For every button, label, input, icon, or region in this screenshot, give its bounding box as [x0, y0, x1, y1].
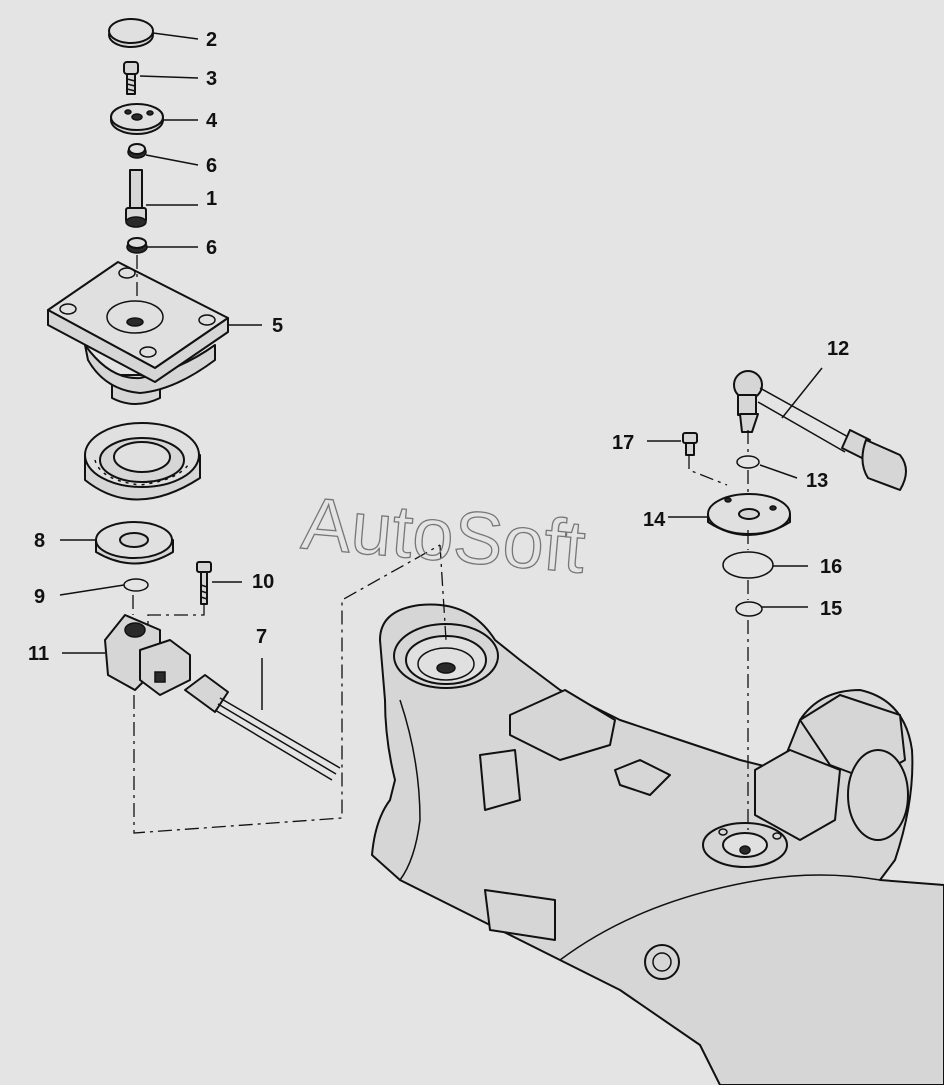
- callout-13: 13: [806, 470, 828, 492]
- assembly-lines: [132, 255, 749, 834]
- callout-14: 14: [643, 509, 666, 531]
- part-position-sensor: [104, 614, 191, 696]
- part-speed-sensor: [733, 370, 907, 491]
- svg-text:AutoSoft: AutoSoft: [299, 481, 589, 588]
- part-clip: [735, 601, 763, 617]
- part-small-screw: [682, 432, 698, 456]
- part-screw: [123, 61, 139, 95]
- part-wire-harness: [184, 674, 341, 781]
- leader-lines: [59, 32, 823, 710]
- callout-3: 3: [206, 68, 217, 90]
- axle-housing: [371, 603, 944, 1085]
- part-washer-plate: [110, 103, 164, 135]
- callout-9: 9: [34, 586, 45, 608]
- part-bolt: [196, 561, 212, 605]
- callout-5: 5: [272, 315, 283, 337]
- callout-labels: 1 2 3 4 5 6 6 7 8 9 10 11 12 13 14 15 16…: [28, 29, 849, 665]
- part-bearing: [84, 422, 201, 501]
- callout-17: 17: [612, 432, 634, 454]
- part-nut-upper: [127, 143, 147, 159]
- part-flange-housing: [47, 261, 229, 405]
- callout-8: 8: [34, 530, 45, 552]
- part-nut-lower: [126, 237, 148, 254]
- part-cap: [108, 18, 154, 48]
- callout-4: 4: [206, 110, 218, 132]
- part-o-ring-13: [736, 455, 760, 469]
- callout-12: 12: [827, 338, 849, 360]
- part-spacer: [95, 521, 174, 565]
- watermark: AutoSoft: [298, 481, 590, 590]
- part-o-ring-16: [722, 551, 774, 579]
- callout-10: 10: [252, 571, 274, 593]
- callout-6b: 6: [206, 237, 217, 259]
- callout-7: 7: [256, 626, 267, 648]
- part-o-ring-small: [123, 578, 149, 592]
- callout-16: 16: [820, 556, 842, 578]
- part-mounting-disc: [707, 493, 791, 536]
- callout-15: 15: [820, 598, 842, 620]
- callout-11: 11: [28, 643, 49, 665]
- callout-1: 1: [206, 188, 217, 210]
- part-pin: [125, 169, 147, 228]
- callout-6a: 6: [206, 155, 217, 177]
- callout-2: 2: [206, 29, 217, 51]
